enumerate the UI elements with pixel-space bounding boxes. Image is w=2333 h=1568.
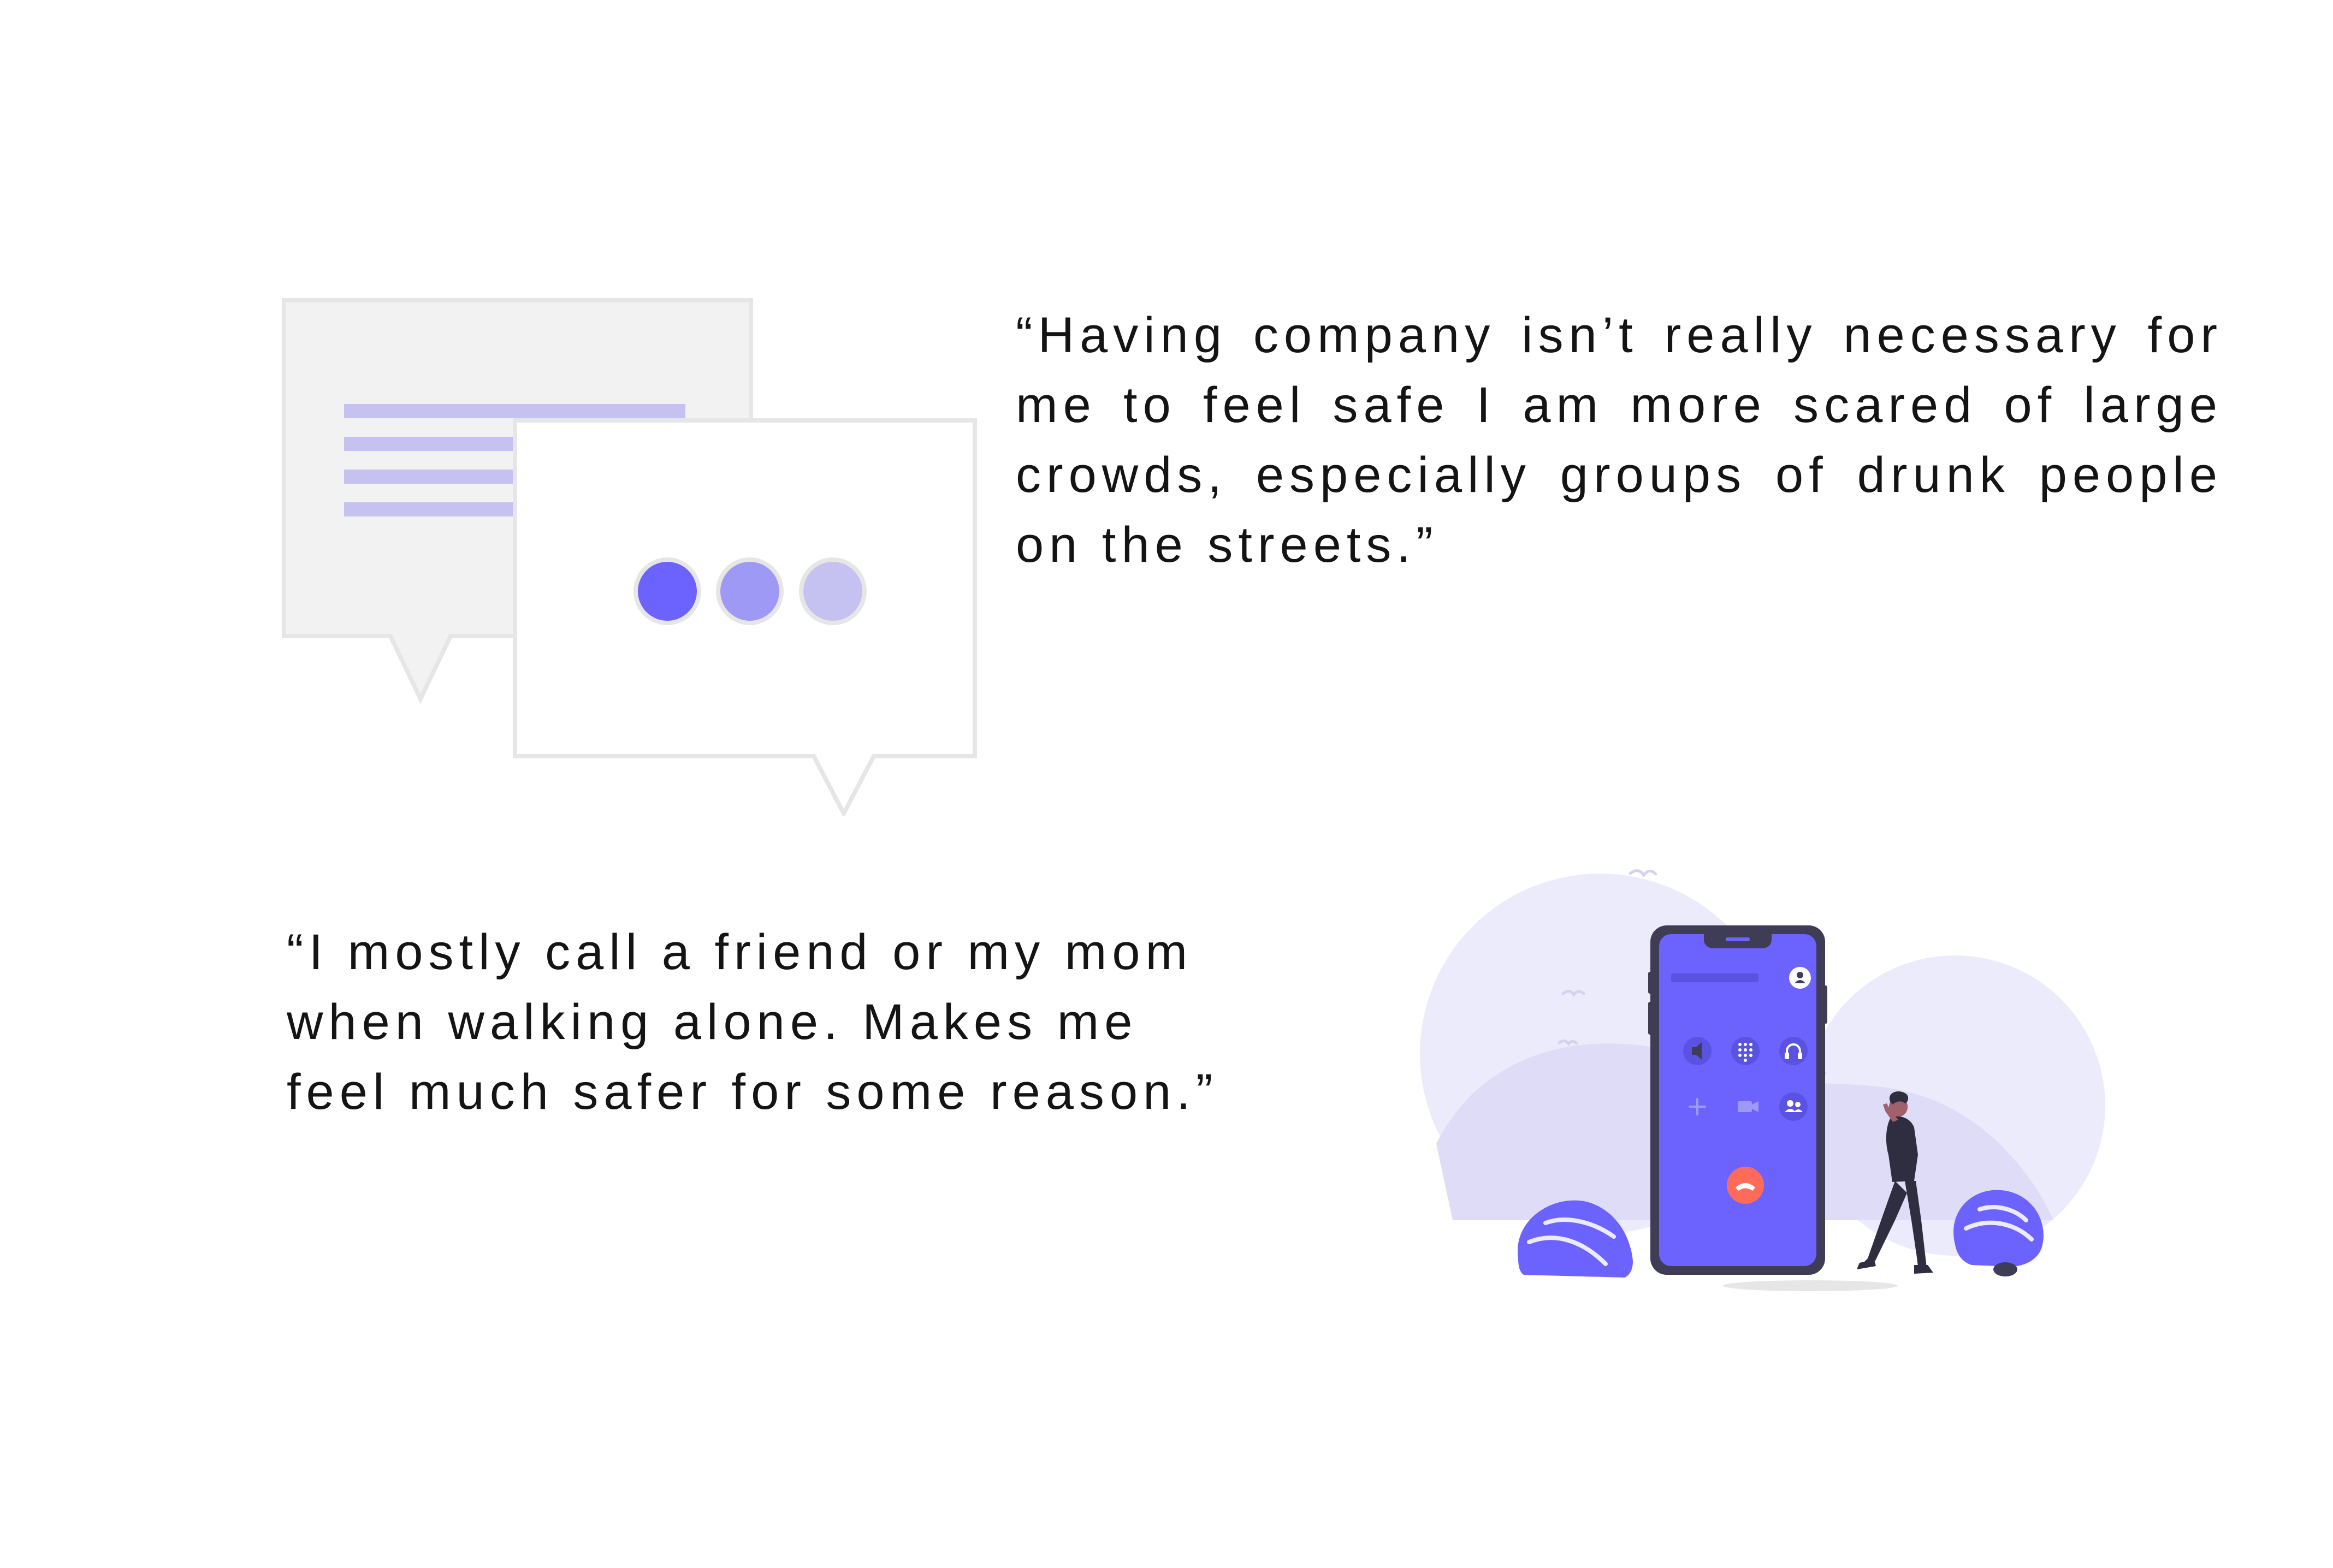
quote-calling-friend: “I mostly call a friend or my mom when w… <box>287 917 1324 1127</box>
add-call-icon <box>1689 1098 1706 1115</box>
bush-icon <box>1953 1190 2044 1276</box>
bush-icon <box>1518 1200 1633 1278</box>
text-line-1 <box>344 404 685 418</box>
quote-line: feel much safer for some reason.” <box>287 1064 1218 1120</box>
person-icon <box>1857 1091 1933 1274</box>
ground-shadow <box>1723 1280 1898 1291</box>
chat-bubbles-illustration <box>282 298 977 816</box>
contact-avatar-icon <box>1789 967 1811 989</box>
hang-up-icon <box>1727 1167 1764 1204</box>
video-icon <box>1738 1101 1758 1112</box>
phone-icon <box>1648 925 1827 1275</box>
keypad-icon <box>1731 1037 1760 1065</box>
speaker-icon <box>1683 1037 1712 1065</box>
contacts-icon <box>1779 1092 1808 1121</box>
headphones-icon <box>1779 1037 1808 1065</box>
quote-line: “I mostly call a friend or my mom <box>287 924 1193 980</box>
quote-safety-crowds: “Having company isn’t really necessary f… <box>1016 307 2223 573</box>
typing-dots-icon <box>633 557 867 625</box>
quote-line: when walking alone. Makes me <box>287 994 1138 1050</box>
phone-call-illustration <box>1420 869 2105 1291</box>
